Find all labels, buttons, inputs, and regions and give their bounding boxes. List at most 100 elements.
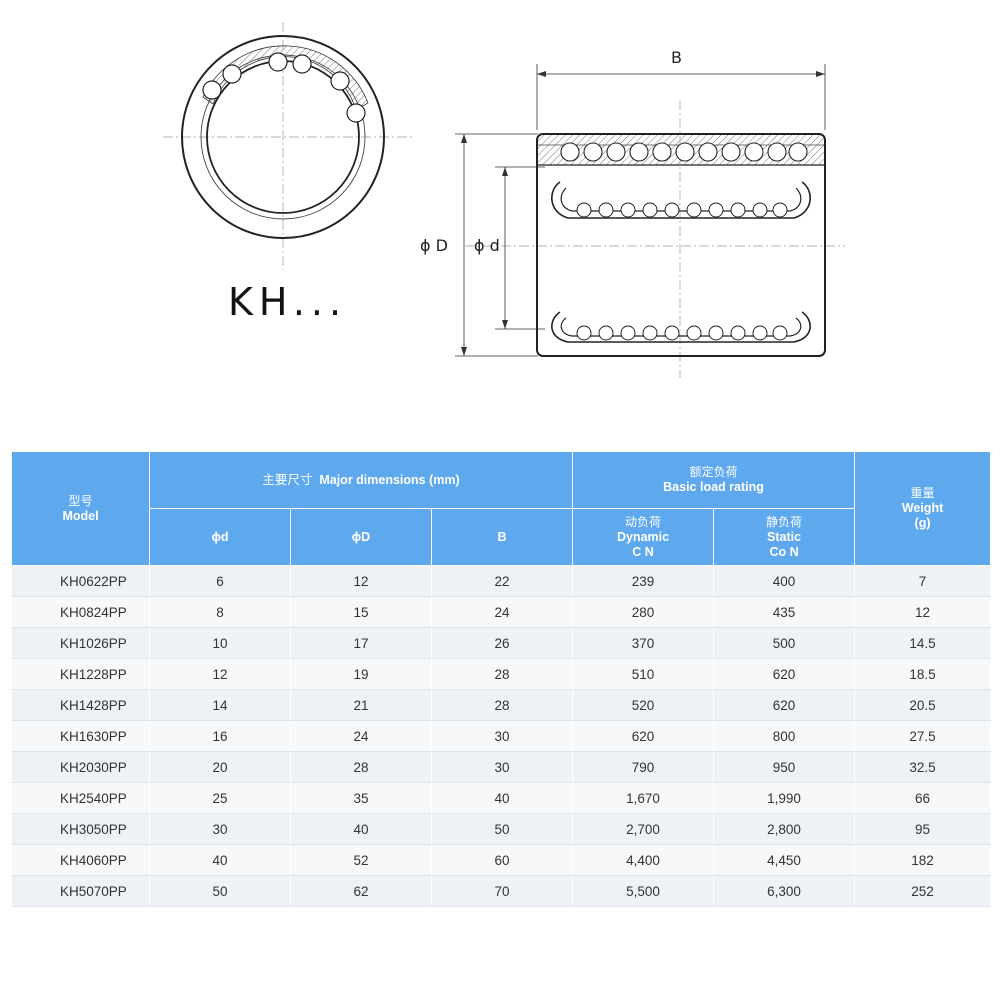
length-cell: 28: [430, 658, 574, 690]
inner-diameter-cell: 12: [149, 658, 291, 690]
model-cell: KH1026PP: [11, 627, 150, 659]
inner-diameter-cell: 8: [149, 596, 291, 628]
dimension-outer-diameter-label: ϕ D: [420, 236, 448, 255]
weight-cell: 95: [854, 813, 992, 845]
static-load-cell: 2,800: [713, 813, 856, 845]
length-cell: 26: [430, 627, 574, 659]
dynamic-load-cell: 790: [572, 751, 715, 783]
inner-diameter-cell: 10: [149, 627, 291, 659]
section-view: [455, 64, 845, 378]
outer-diameter-cell: 35: [290, 782, 432, 814]
model-cell: KH5070PP: [11, 875, 150, 907]
inner-diameter-cell: 25: [149, 782, 291, 814]
model-cell: KH0622PP: [11, 565, 150, 597]
model-cell: KH1428PP: [11, 689, 150, 721]
outer-diameter-cell: 17: [290, 627, 432, 659]
header-length: B: [430, 508, 574, 566]
end-view: [163, 22, 412, 270]
header-outer-diameter: ϕD: [290, 508, 432, 566]
inner-diameter-cell: 6: [149, 565, 291, 597]
dynamic-load-cell: 520: [572, 689, 715, 721]
model-cell: KH0824PP: [11, 596, 150, 628]
inner-diameter-cell: 50: [149, 875, 291, 907]
outer-diameter-cell: 62: [290, 875, 432, 907]
weight-cell: 12: [854, 596, 992, 628]
outer-diameter-cell: 19: [290, 658, 432, 690]
weight-cell: 66: [854, 782, 992, 814]
outer-diameter-cell: 52: [290, 844, 432, 876]
inner-diameter-cell: 14: [149, 689, 291, 721]
static-load-cell: 950: [713, 751, 856, 783]
model-cell: KH1630PP: [11, 720, 150, 752]
length-cell: 24: [430, 596, 574, 628]
specification-table: 型号 Model 主要尺寸 Major dimensions (mm) 额定负荷…: [11, 451, 992, 907]
length-cell: 28: [430, 689, 574, 721]
dynamic-load-cell: 1,670: [572, 782, 715, 814]
static-load-cell: 1,990: [713, 782, 856, 814]
static-load-cell: 800: [713, 720, 856, 752]
static-load-cell: 500: [713, 627, 856, 659]
weight-cell: 14.5: [854, 627, 992, 659]
static-load-cell: 620: [713, 658, 856, 690]
length-cell: 30: [430, 751, 574, 783]
outer-diameter-cell: 21: [290, 689, 432, 721]
length-cell: 70: [430, 875, 574, 907]
length-cell: 40: [430, 782, 574, 814]
length-cell: 30: [430, 720, 574, 752]
weight-cell: 27.5: [854, 720, 992, 752]
header-weight: 重量 Weight (g): [854, 451, 992, 566]
dynamic-load-cell: 620: [572, 720, 715, 752]
dynamic-load-cell: 2,700: [572, 813, 715, 845]
outer-diameter-cell: 28: [290, 751, 432, 783]
outer-diameter-cell: 15: [290, 596, 432, 628]
weight-cell: 32.5: [854, 751, 992, 783]
dynamic-load-cell: 280: [572, 596, 715, 628]
model-cell: KH3050PP: [11, 813, 150, 845]
header-basic-load-rating: 额定负荷 Basic load rating: [572, 451, 856, 509]
model-cell: KH2030PP: [11, 751, 150, 783]
weight-cell: 252: [854, 875, 992, 907]
outer-diameter-cell: 24: [290, 720, 432, 752]
header-dynamic-load: 动负荷 Dynamic C N: [572, 508, 715, 566]
dynamic-load-cell: 4,400: [572, 844, 715, 876]
length-cell: 22: [430, 565, 574, 597]
weight-cell: 7: [854, 565, 992, 597]
header-major-dimensions: 主要尺寸 Major dimensions (mm): [148, 451, 574, 509]
static-load-cell: 620: [713, 689, 856, 721]
header-model: 型号 Model: [11, 451, 150, 566]
weight-cell: 18.5: [854, 658, 992, 690]
dimension-inner-diameter-label: ϕ d: [474, 236, 500, 255]
static-load-cell: 400: [713, 565, 856, 597]
weight-cell: 182: [854, 844, 992, 876]
weight-cell: 20.5: [854, 689, 992, 721]
bearing-drawing-svg: [163, 22, 845, 378]
technical-drawing: KH... B ϕ D ϕ d: [0, 0, 1000, 420]
header-static-load: 静负荷 Static Co N: [713, 508, 856, 566]
dynamic-load-cell: 239: [572, 565, 715, 597]
static-load-cell: 6,300: [713, 875, 856, 907]
static-load-cell: 435: [713, 596, 856, 628]
header-inner-diameter: ϕd: [149, 508, 291, 566]
inner-diameter-cell: 30: [149, 813, 291, 845]
dynamic-load-cell: 510: [572, 658, 715, 690]
length-cell: 60: [430, 844, 574, 876]
model-cell: KH4060PP: [11, 844, 150, 876]
length-cell: 50: [430, 813, 574, 845]
outer-diameter-cell: 40: [290, 813, 432, 845]
inner-diameter-cell: 16: [149, 720, 291, 752]
series-title: KH...: [228, 280, 348, 324]
model-cell: KH2540PP: [11, 782, 150, 814]
inner-diameter-cell: 40: [149, 844, 291, 876]
dynamic-load-cell: 5,500: [572, 875, 715, 907]
